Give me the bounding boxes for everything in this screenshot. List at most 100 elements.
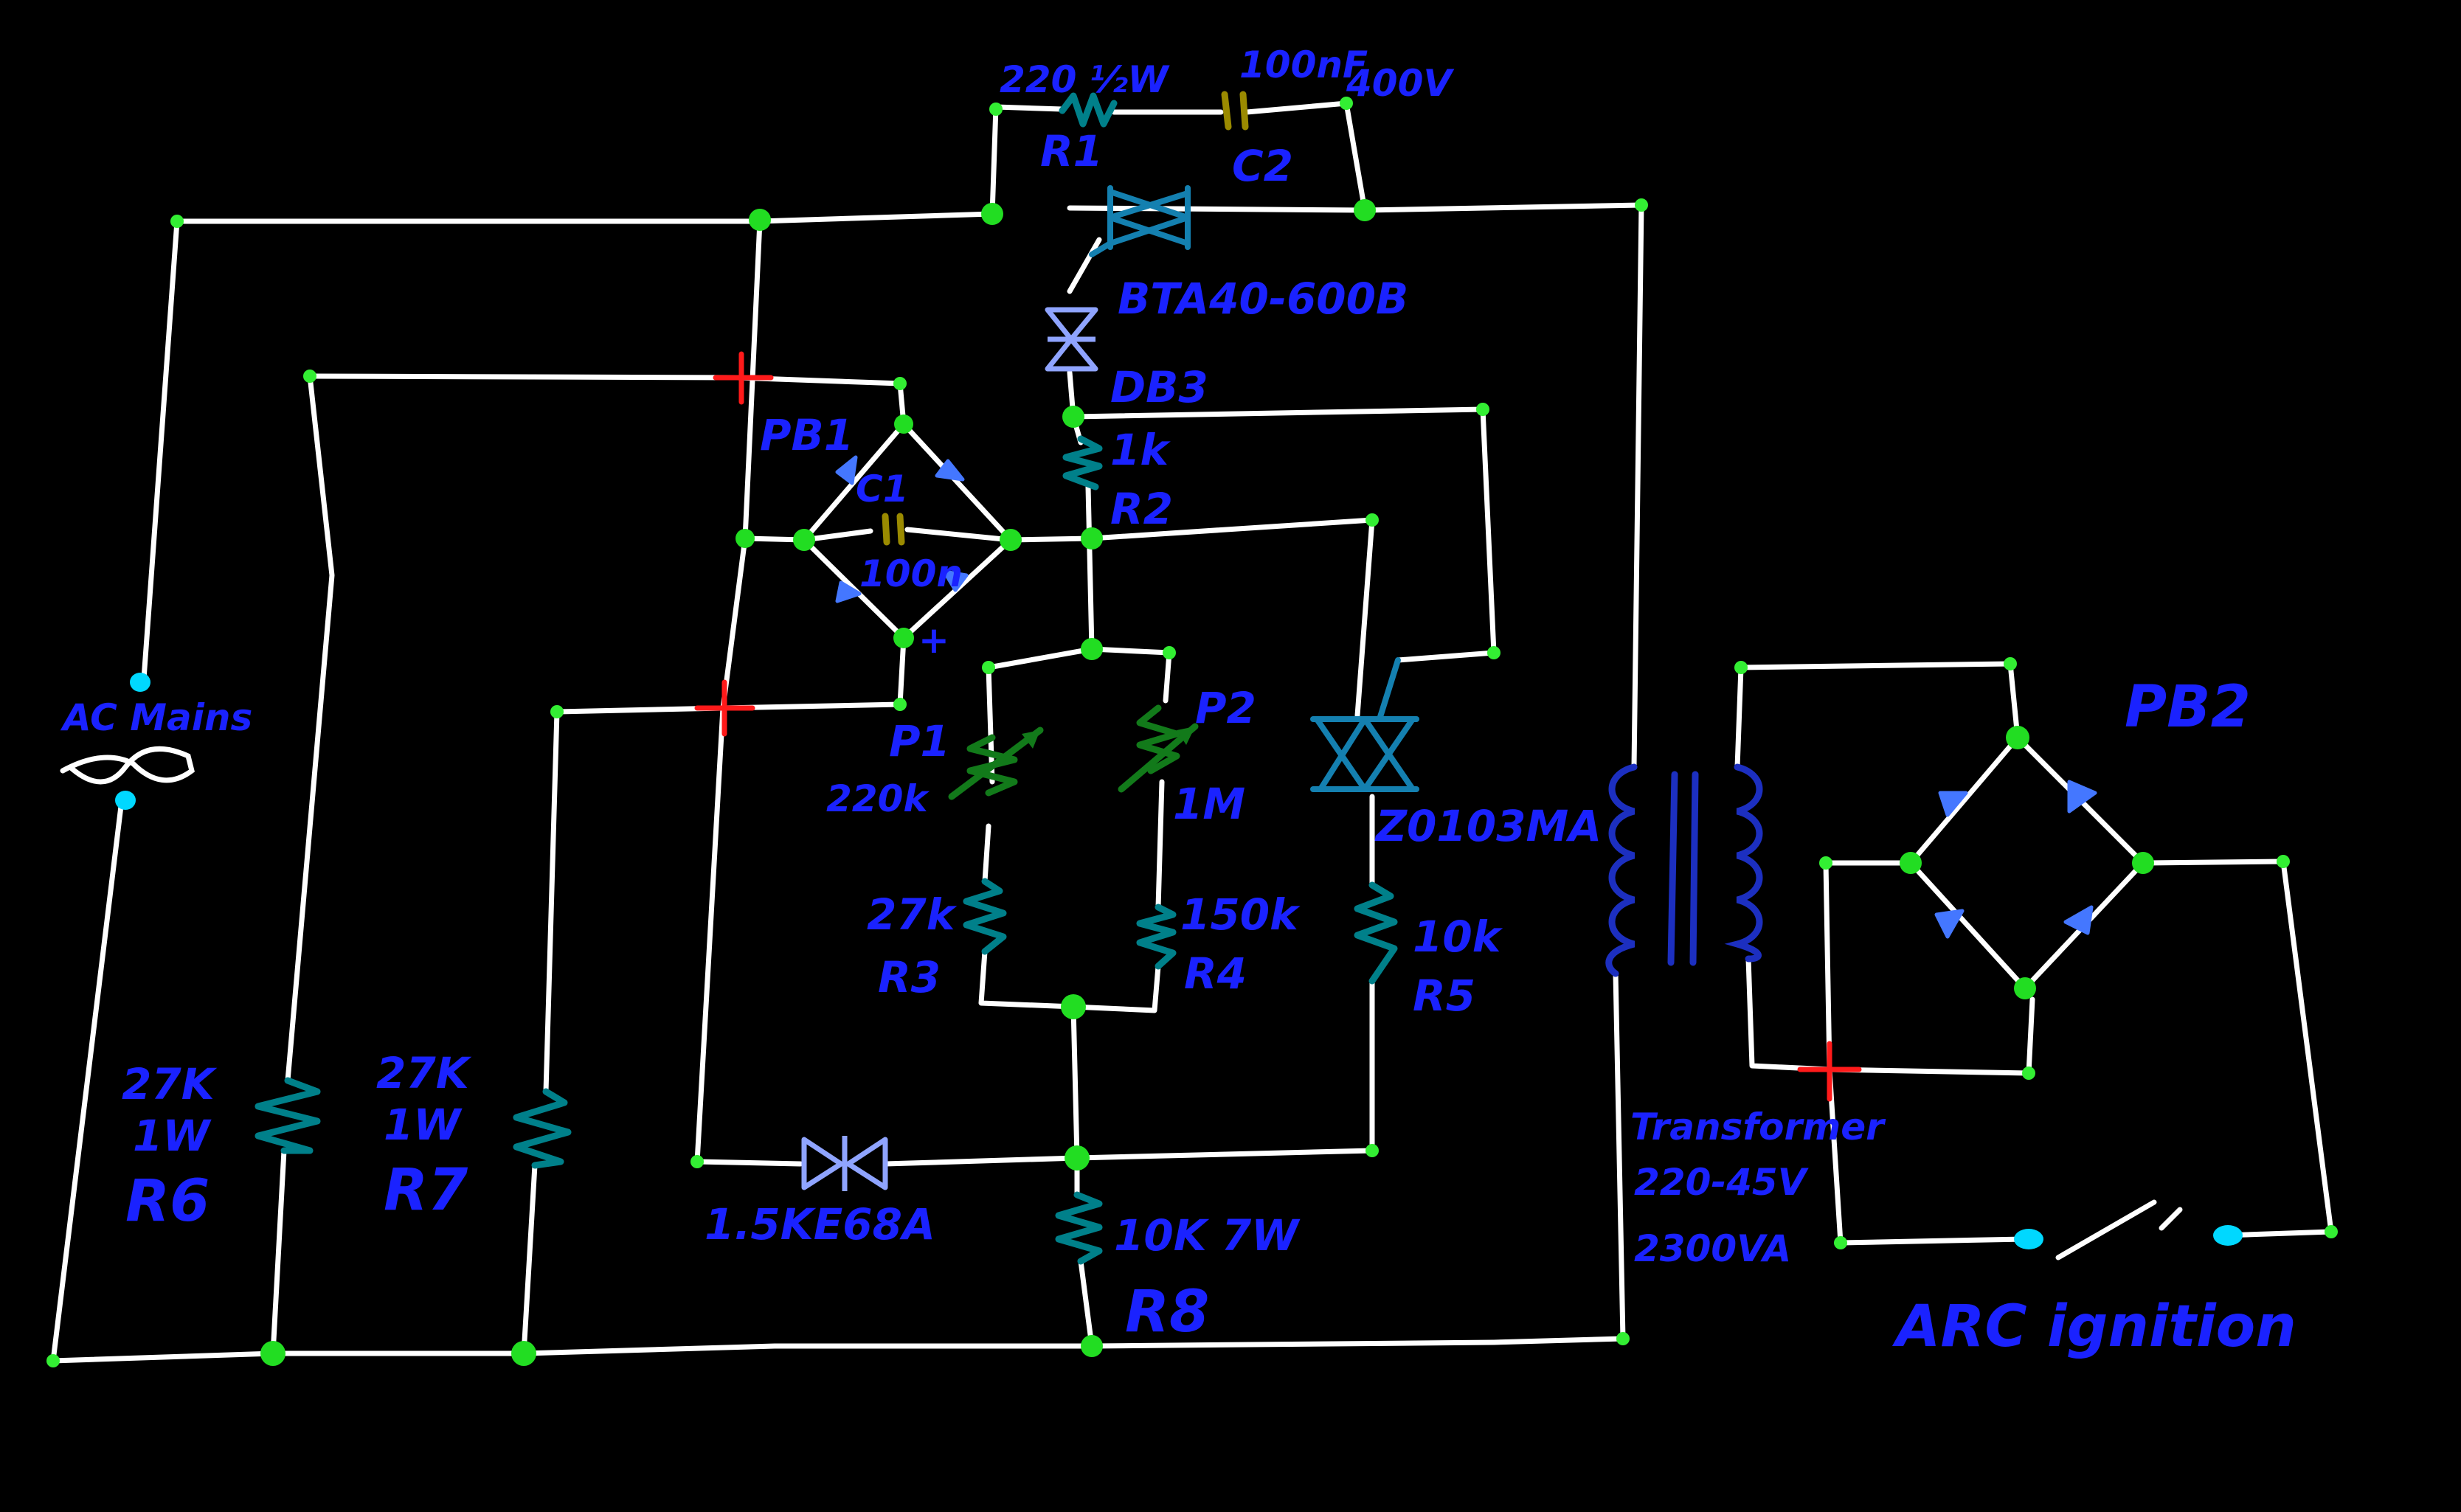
label-r3-ref: R3	[878, 952, 941, 1002]
label-r5-value: 10k	[1413, 912, 1503, 962]
wire-r6-lower	[270, 1148, 287, 1356]
label-r1-ref: R1	[1040, 126, 1103, 176]
label-c1-ref: C1	[856, 468, 908, 510]
wire-pb1-ac-right	[1008, 535, 1095, 543]
label-c2-value: 100nF	[1239, 44, 1368, 86]
potentiometer-p1	[948, 726, 1044, 800]
label-r2-value: 1k	[1110, 425, 1171, 475]
mains-terminal-top	[130, 673, 150, 692]
wire-r2-down	[1085, 484, 1095, 652]
transformer	[1605, 763, 1763, 977]
label-transformer-3: 2300VA	[1634, 1227, 1791, 1270]
crossing-marker	[713, 351, 774, 405]
label-r8-value: 10K 7W	[1114, 1210, 1301, 1260]
label-ac-mains: AC Mains	[60, 696, 252, 739]
label-r5-ref: R5	[1413, 971, 1475, 1021]
resistor-r7	[513, 1088, 572, 1169]
label-c2-voltage: 400V	[1346, 62, 1454, 105]
wire-mains-top	[141, 218, 180, 682]
label-r3-value: 27k	[867, 889, 958, 940]
resistor-r4	[1136, 904, 1177, 970]
resistor-r5	[1354, 881, 1398, 985]
label-bta40: BTA40-600B	[1118, 274, 1408, 324]
label-r4-ref: R4	[1184, 949, 1247, 999]
diode-pb1-c	[835, 580, 862, 603]
labels: 220 ½W R1 100nF 400V C2 BTA40-600B DB3 1…	[60, 44, 2296, 1360]
wire-to-tvs-node	[1070, 1004, 1080, 1161]
mains-terminal-bottom	[115, 791, 136, 810]
wire-pb1-minus	[897, 635, 907, 707]
diode-pb2-a	[1938, 791, 1968, 817]
wire-transformer-bottom	[1613, 971, 1626, 1342]
label-r4-value: 150k	[1180, 889, 1301, 940]
wire-r8-bottom	[1078, 1258, 1095, 1349]
label-db3: DB3	[1110, 362, 1208, 412]
potentiometer-p2	[1118, 704, 1199, 793]
wire-gate-upper	[1067, 237, 1102, 294]
crossing-marker	[694, 679, 755, 737]
label-z0103ma: Z0103MA	[1374, 801, 1602, 851]
label-r8-ref: R8	[1125, 1279, 1209, 1345]
bridge-pb1-diodes	[835, 455, 969, 603]
wire-r6-upper	[285, 373, 335, 1083]
label-plus: +	[918, 619, 949, 662]
wire-mains-bottom	[50, 797, 125, 1364]
label-tvs: 1.5KE68A	[705, 1199, 935, 1249]
wire-tvs-right	[882, 978, 1375, 1167]
label-p1-ref: P1	[889, 716, 950, 766]
arc-terminal-right	[2213, 1225, 2243, 1246]
label-r1-value: 220 ½W	[1000, 58, 1171, 101]
label-r7-ref: R7	[384, 1157, 468, 1224]
resistor-r2	[1062, 435, 1103, 490]
resistor-r1	[1059, 92, 1118, 128]
label-transformer-1: Transformer	[1630, 1106, 1886, 1148]
label-pb1: PB1	[760, 410, 854, 460]
label-r7-value: 27K	[376, 1048, 472, 1098]
label-transformer-2: 220-45V	[1634, 1161, 1809, 1204]
wire-right-vertical	[1631, 202, 1644, 770]
wire-p2-r4	[1155, 779, 1165, 910]
resistor-r6	[255, 1077, 321, 1154]
label-arc-ignition: ARC ignition	[1891, 1294, 2296, 1360]
diac-db3	[1045, 307, 1098, 372]
label-r6-ref: R6	[125, 1168, 210, 1235]
diode-pb1-b	[935, 459, 965, 482]
wire-arc-tip	[2159, 1207, 2183, 1231]
label-r7-power: 1W	[384, 1100, 463, 1150]
label-c2-ref: C2	[1232, 141, 1293, 191]
diode-pb2-d	[2063, 905, 2094, 935]
capacitor-c2	[1221, 91, 1249, 131]
label-r6-value: 27K	[122, 1059, 218, 1109]
wire-c1-right	[904, 527, 1014, 543]
label-p1-value: 220k	[826, 777, 930, 820]
wire-p1-r3	[982, 823, 991, 884]
crossing-marker	[1797, 1041, 1862, 1102]
label-pb2: PB2	[2125, 674, 2251, 741]
wire-c1-left	[801, 528, 873, 543]
wire-sec-upper	[1734, 665, 1744, 770]
label-c1-value: 100n	[859, 552, 963, 595]
label-r2-ref: R2	[1110, 484, 1173, 534]
diode-pb1-a	[835, 455, 858, 485]
label-p2-ref: P2	[1195, 683, 1256, 733]
label-p2-value: 1M	[1173, 779, 1245, 829]
wire-r7-lower	[521, 1162, 538, 1356]
wire-arc-contact	[2055, 1199, 2157, 1260]
wire-crossings	[694, 351, 1862, 1102]
ac-source-symbol	[60, 746, 195, 785]
arc-terminal-left	[2014, 1229, 2043, 1249]
label-r6-power: 1W	[133, 1111, 212, 1161]
bridge-pb2-diodes	[1934, 780, 2097, 939]
terminals	[115, 673, 2243, 1249]
wire-z0103-gate	[1070, 406, 1497, 663]
diode-pb2-b	[2067, 780, 2097, 814]
diode-pb1-d	[942, 569, 969, 592]
tvs-diode-1-5ke68a	[801, 1136, 888, 1191]
triac-z0103ma	[1310, 657, 1419, 792]
diode-pb2-c	[1934, 909, 1965, 939]
resistor-r8	[1055, 1191, 1103, 1265]
wire-pb2-right	[2140, 859, 2334, 1238]
capacitor-c1	[882, 513, 905, 546]
